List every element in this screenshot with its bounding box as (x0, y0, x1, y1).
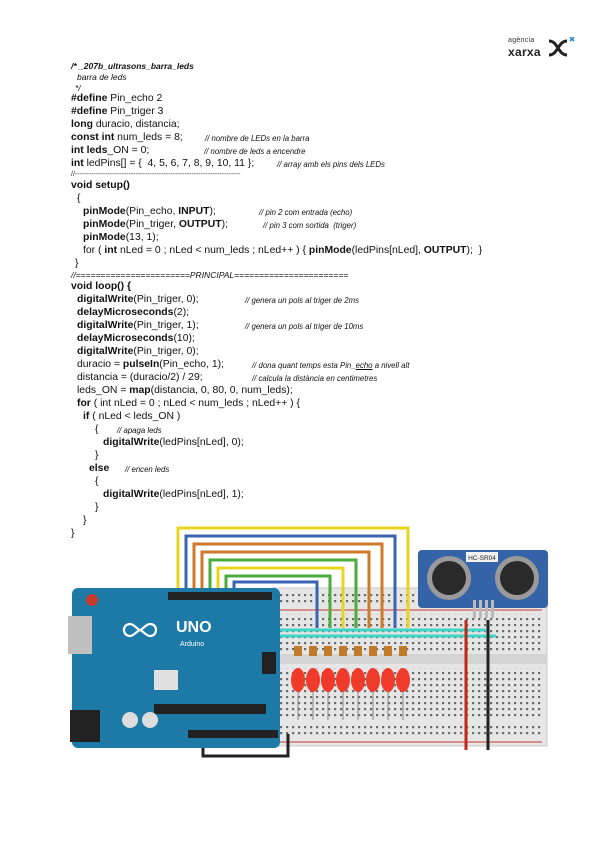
setup-brace-open: { (77, 193, 81, 204)
separator-line: //--------------------------------------… (71, 171, 241, 178)
led-3 (321, 646, 335, 720)
led-6 (366, 646, 380, 720)
xarxa-x-icon (548, 37, 575, 57)
board-model-label: UNO (176, 619, 212, 636)
for-brace-close: } (83, 515, 87, 526)
else-brace-open: { (95, 476, 99, 487)
num-leds-line: const int num_leds = 8;// nombre de LEDs… (71, 132, 310, 143)
else-digitalwrite: digitalWrite(ledPins[nLed], 1); (103, 489, 244, 500)
breadboard (272, 587, 548, 747)
sensor-label: HC-SR04 (468, 555, 496, 562)
setup-pinmode-triger: pinMode(Pin_triger, OUTPUT);// pin 3 com… (83, 219, 357, 230)
loop-delay-2: delayMicroseconds(2); (77, 307, 190, 318)
long-decl-line: long duracio, distancia; (71, 119, 180, 130)
setup-signature: void setup() (71, 180, 130, 191)
leds-on-line: int leds_ON = 0;// nombre de leds a ence… (71, 145, 306, 156)
principal-separator: //=======================PRINCIPAL======… (71, 270, 349, 280)
led-8 (396, 646, 410, 720)
define-echo-line: #define Pin_echo 2 (71, 93, 163, 104)
logo-subtitle: agència (508, 37, 535, 44)
led-1 (291, 646, 305, 720)
led-pins-line: int ledPins[] = { 4, 5, 6, 7, 8, 9, 10, … (71, 158, 385, 169)
loop-duracio: duracio = pulseIn(Pin_echo, 1);// dona q… (77, 359, 410, 370)
define-triger-line: #define Pin_triger 3 (71, 106, 164, 117)
arduino-uno-board: UNO Arduino (68, 588, 280, 748)
led-2 (306, 646, 320, 720)
code-header-line-1: /* _207b_ultrasons_barra_leds (71, 61, 194, 71)
logo-wordmark: xarxa (508, 45, 541, 59)
led-4 (336, 646, 350, 720)
ultrasonic-sensor: HC-SR04 (418, 550, 548, 618)
signal-wires (176, 526, 496, 758)
breadboard-area-top (280, 614, 542, 652)
breadboard-rail-bottom (280, 726, 542, 738)
board-brand-label: Arduino (180, 641, 204, 648)
arduino-infinity-icon (122, 622, 158, 638)
loop-for: for ( int nLed = 0 ; nLed < num_leds ; n… (77, 398, 300, 409)
setup-for-loop: for ( int nLed = 0 ; nLed < num_leds ; n… (83, 245, 483, 256)
loop-trigger-high: digitalWrite(Pin_triger, 1);// genera un… (77, 320, 364, 331)
circuit-diagram: HC-SR04 UNO Arduino (68, 526, 548, 758)
led-5 (351, 646, 365, 720)
led-7 (381, 646, 395, 720)
agencia-xarxa-logo: agència xarxa (508, 37, 575, 61)
led-bar (291, 646, 410, 720)
setup-brace-close: } (75, 258, 79, 269)
setup-pinmode-echo: pinMode(Pin_echo, INPUT);// pin 2 com en… (83, 206, 353, 217)
code-header-line-3: */ (75, 83, 81, 93)
loop-if: if ( nLed < leds_ON ) (83, 411, 181, 422)
loop-trigger-low-1: digitalWrite(Pin_triger, 0);// genera un… (77, 294, 359, 305)
if-brace-open: {// apaga leds (95, 424, 162, 435)
setup-pinmode-13: pinMode(13, 1); (83, 232, 159, 243)
breadboard-channel (273, 654, 547, 664)
loop-signature: void loop() { (71, 281, 132, 292)
loop-delay-10: delayMicroseconds(10); (77, 333, 195, 344)
code-header-line-2: barra de leds (77, 72, 127, 82)
loop-distancia: distancia = (duracio/2) / 29;// calcula … (77, 372, 378, 383)
else-line: else// encen leds (89, 463, 170, 474)
loop-leds-on-map: leds_ON = map(distancia, 0, 80, 0, num_l… (77, 385, 293, 396)
if-digitalwrite: digitalWrite(ledPins[nLed], 0); (103, 437, 244, 448)
loop-trigger-low-2: digitalWrite(Pin_triger, 0); (77, 346, 199, 357)
else-brace-close: } (95, 502, 99, 513)
loop-brace-close: } (71, 528, 75, 539)
if-brace-close: } (95, 450, 99, 461)
